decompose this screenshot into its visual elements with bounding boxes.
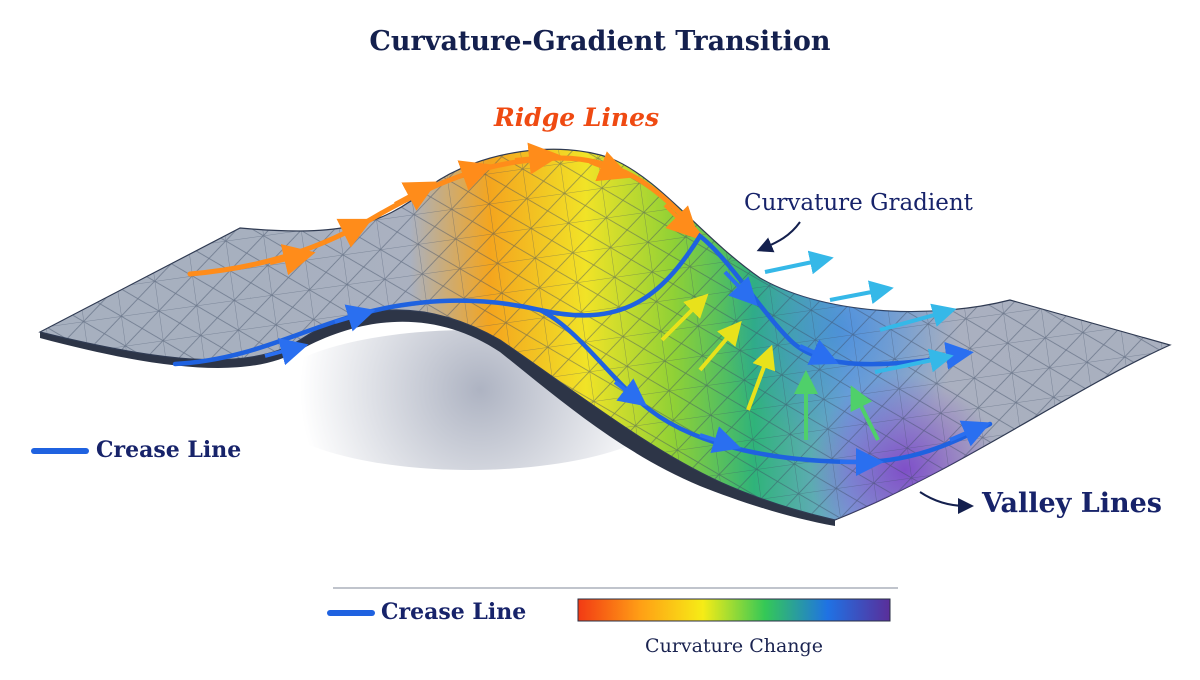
curvature-colorbar	[577, 598, 891, 622]
curvature-gradient-label: Curvature Gradient	[744, 190, 973, 216]
transition-arrows	[660, 293, 880, 441]
crease-line-label-left: Crease Line	[96, 437, 242, 463]
valley-lines-label: Valley Lines	[982, 488, 1162, 519]
surface-edge	[40, 310, 835, 526]
gradient-pointer	[756, 221, 801, 253]
ridge-arrows	[269, 142, 700, 276]
surface-mesh	[40, 149, 1170, 520]
diagram-title: Curvature-Gradient Transition	[369, 26, 831, 57]
curvature-gradient-arrows	[764, 250, 957, 374]
valley-pointer	[919, 491, 974, 514]
colorbar-label: Curvature Change	[645, 635, 823, 657]
crease-line-legend-label: Crease Line	[381, 599, 527, 625]
ridge-lines-label: Ridge Lines	[494, 103, 660, 132]
